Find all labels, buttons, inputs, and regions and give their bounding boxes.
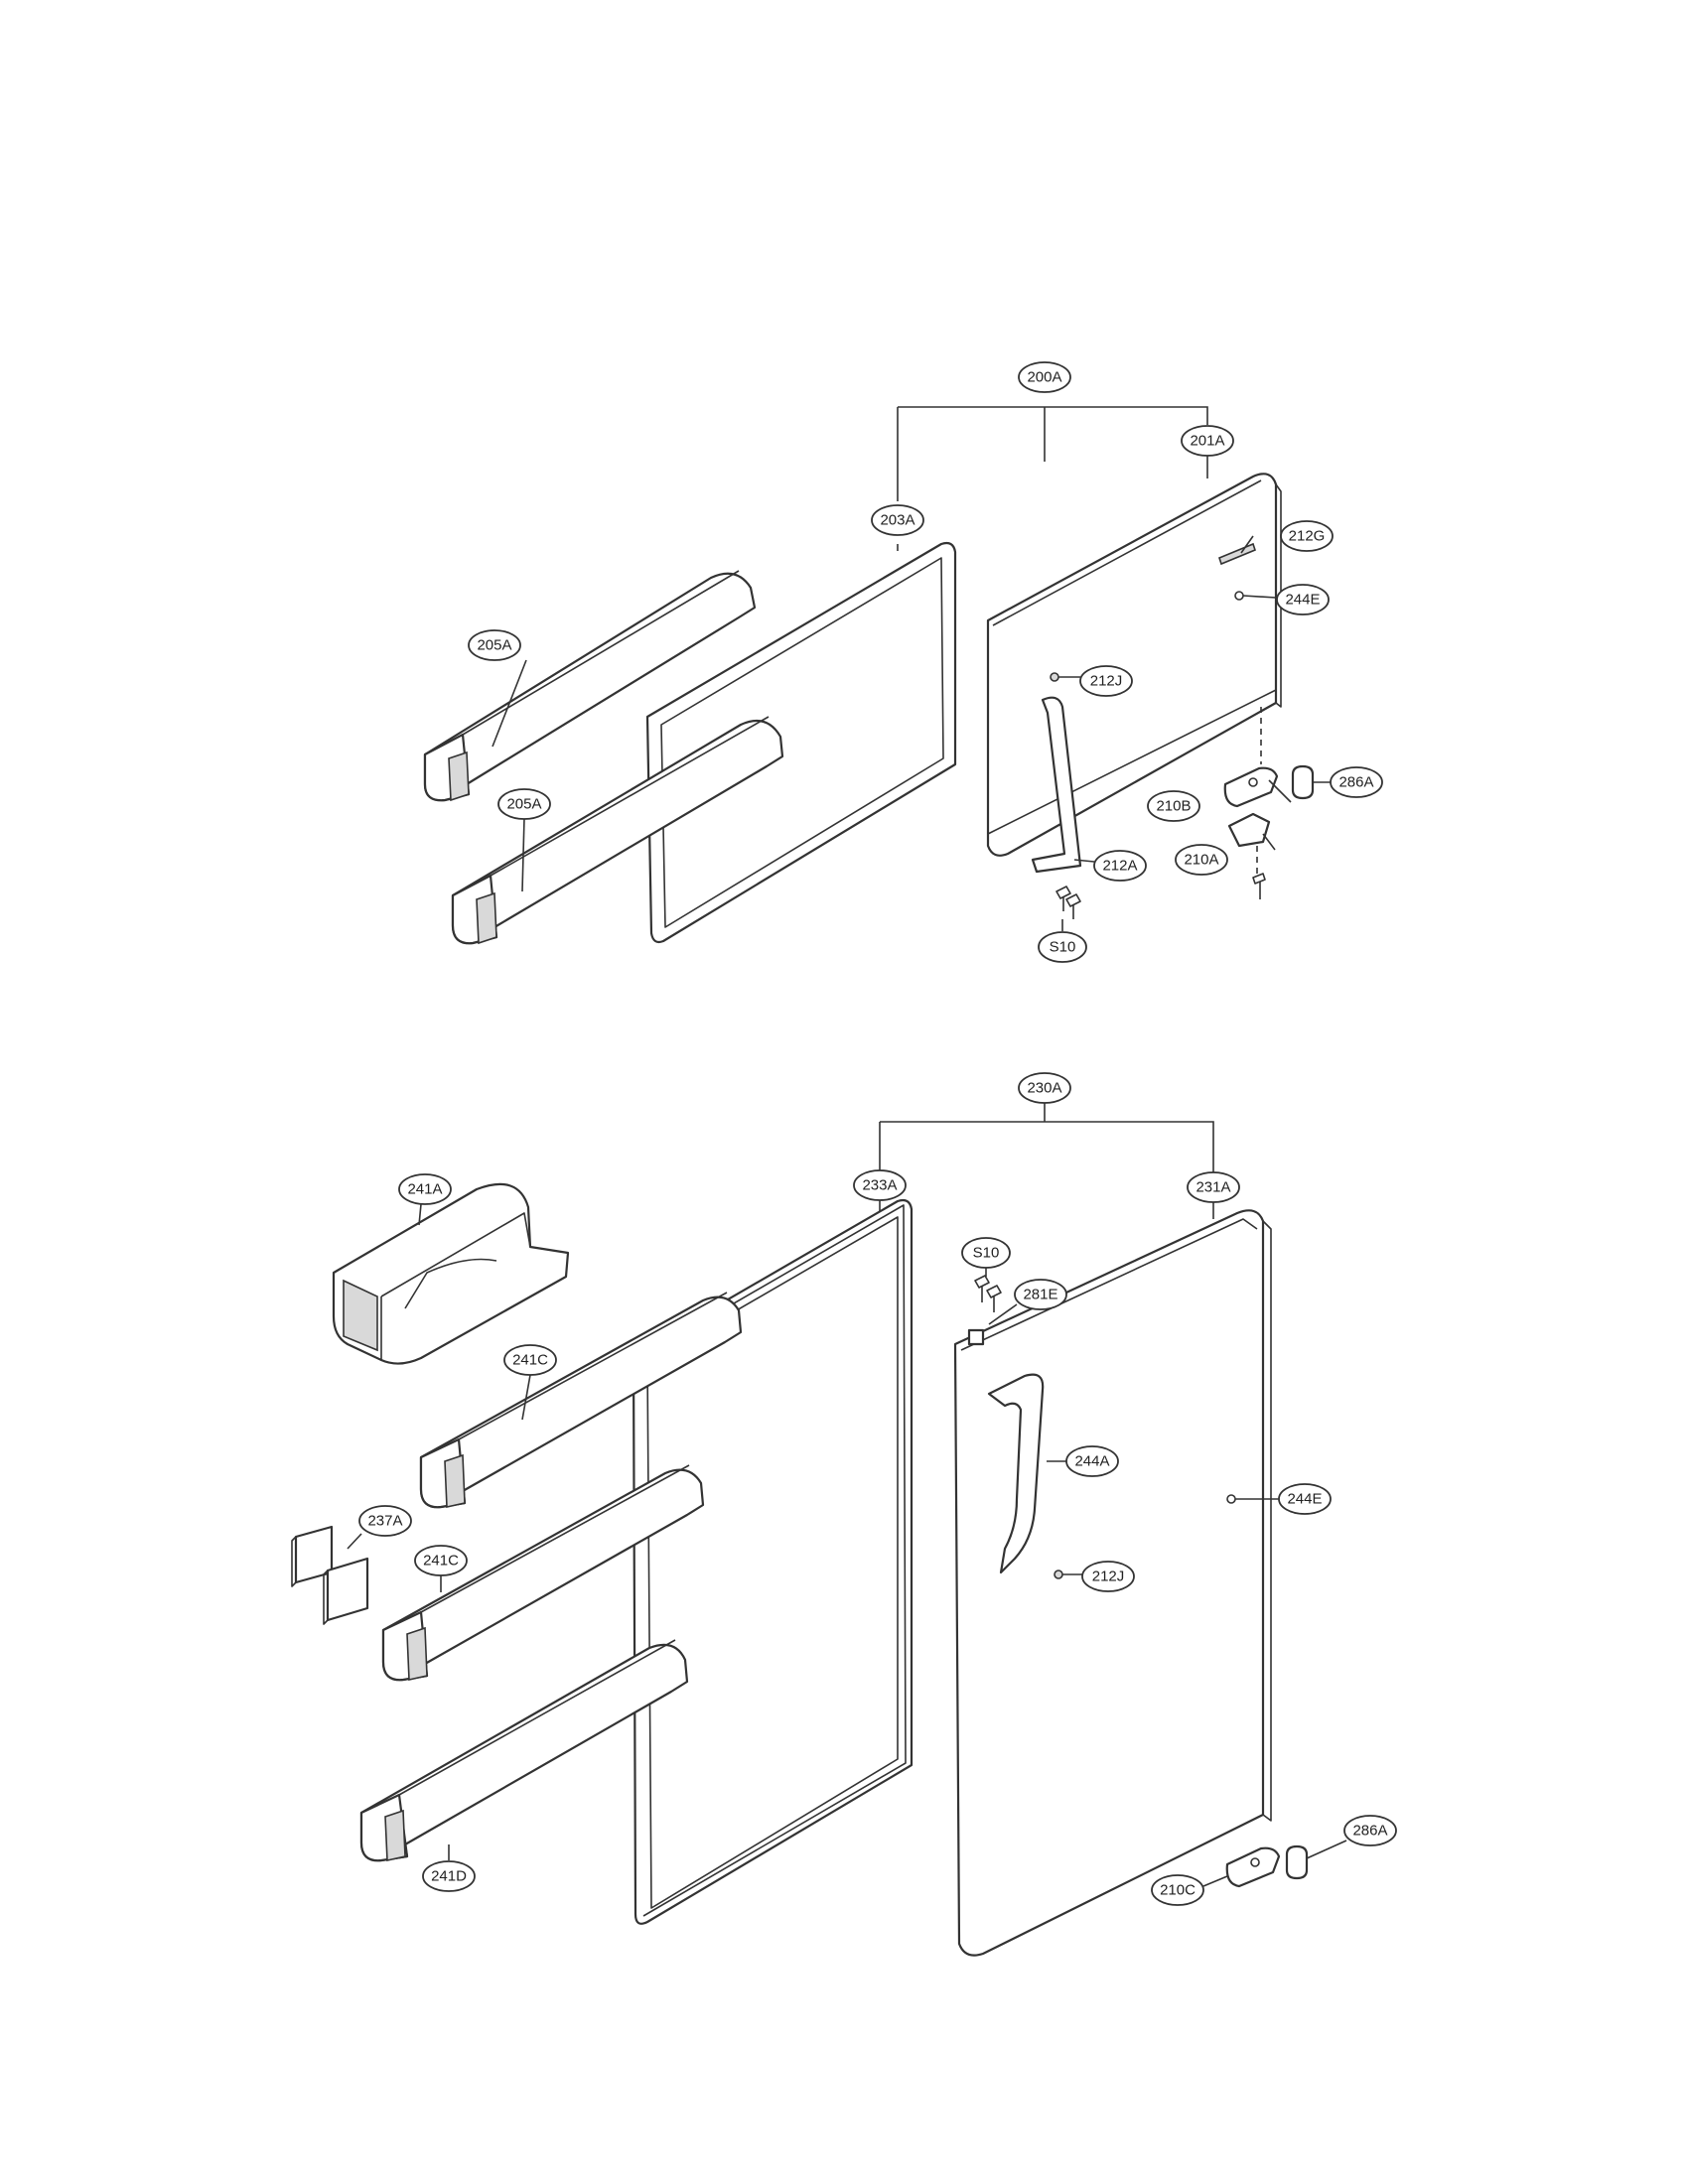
lower-handle-part bbox=[987, 1373, 1045, 1574]
svg-text:244A: 244A bbox=[1074, 1453, 1109, 1470]
callout-286A-lower: 286A bbox=[1343, 1815, 1397, 1846]
callout-205A-bottom: 205A bbox=[497, 788, 551, 820]
svg-text:212J: 212J bbox=[1090, 673, 1123, 690]
callout-241C-top: 241C bbox=[503, 1344, 557, 1376]
svg-text:241D: 241D bbox=[431, 1868, 467, 1885]
upper-handle-part bbox=[1031, 696, 1082, 874]
svg-text:237A: 237A bbox=[367, 1513, 402, 1530]
callout-244E-lower: 244E bbox=[1278, 1483, 1332, 1515]
lower-dividers-part bbox=[291, 1525, 369, 1625]
svg-text:233A: 233A bbox=[862, 1177, 897, 1194]
svg-text:241A: 241A bbox=[407, 1181, 442, 1198]
svg-text:212J: 212J bbox=[1092, 1569, 1125, 1585]
svg-text:286A: 286A bbox=[1352, 1823, 1387, 1840]
svg-text:241C: 241C bbox=[512, 1352, 548, 1369]
callout-244A: 244A bbox=[1065, 1445, 1119, 1477]
svg-text:241C: 241C bbox=[423, 1553, 459, 1570]
upper-bushing-part bbox=[1291, 764, 1315, 800]
svg-text:210A: 210A bbox=[1184, 852, 1218, 869]
svg-text:205A: 205A bbox=[477, 637, 511, 654]
upper-emblem-part bbox=[1218, 542, 1256, 566]
lower-gasket-part bbox=[632, 1198, 914, 1925]
callout-286A-upper: 286A bbox=[1330, 766, 1383, 798]
lower-basket-bottom-part bbox=[359, 1639, 689, 1862]
lower-basket-top-part bbox=[419, 1292, 743, 1509]
callout-201A: 201A bbox=[1181, 425, 1234, 457]
lower-dairy-basket-part bbox=[332, 1182, 570, 1365]
upper-screwcap-part bbox=[1050, 672, 1059, 682]
lower-screws-part bbox=[974, 1275, 1002, 1312]
callout-203A: 203A bbox=[871, 504, 924, 536]
callout-212A: 212A bbox=[1093, 850, 1147, 882]
lower-assembly-bracket bbox=[879, 1102, 1214, 1173]
lower-hinge-part bbox=[1225, 1846, 1281, 1888]
lower-basket-mid-part bbox=[381, 1464, 705, 1682]
callout-210B: 210B bbox=[1147, 790, 1200, 822]
svg-text:212A: 212A bbox=[1102, 858, 1137, 875]
upper-basket-bottom-part bbox=[451, 716, 784, 945]
callout-210A: 210A bbox=[1175, 844, 1228, 876]
callout-244E-upper: 244E bbox=[1276, 584, 1330, 615]
callout-200A: 200A bbox=[1018, 361, 1071, 393]
callout-S10-lower: S10 bbox=[961, 1237, 1011, 1269]
upper-basket-top-part bbox=[423, 570, 757, 802]
svg-text:212G: 212G bbox=[1289, 528, 1326, 545]
callout-281E: 281E bbox=[1014, 1279, 1067, 1310]
callout-241A: 241A bbox=[398, 1173, 452, 1205]
callout-241C-mid: 241C bbox=[414, 1545, 468, 1576]
callout-241D: 241D bbox=[422, 1860, 476, 1892]
svg-text:286A: 286A bbox=[1338, 774, 1373, 791]
callout-205A-top: 205A bbox=[468, 629, 521, 661]
callout-S10-upper: S10 bbox=[1038, 931, 1087, 963]
callout-212G: 212G bbox=[1280, 520, 1334, 552]
callout-210C: 210C bbox=[1151, 1874, 1204, 1906]
lower-stopper-part bbox=[967, 1328, 985, 1346]
upper-assembly-bracket bbox=[897, 406, 1208, 501]
callout-233A: 233A bbox=[853, 1169, 907, 1201]
svg-text:200A: 200A bbox=[1027, 369, 1061, 386]
upper-hinge-a-part bbox=[1227, 812, 1271, 848]
svg-text:S10: S10 bbox=[973, 1245, 1000, 1262]
callout-230A: 230A bbox=[1018, 1072, 1071, 1104]
svg-text:205A: 205A bbox=[506, 796, 541, 813]
svg-text:230A: 230A bbox=[1027, 1080, 1061, 1097]
lower-screwcap-part bbox=[1054, 1570, 1063, 1579]
callout-212J-lower: 212J bbox=[1081, 1561, 1135, 1592]
svg-text:201A: 201A bbox=[1190, 433, 1224, 450]
callout-237A: 237A bbox=[358, 1505, 412, 1537]
svg-text:281E: 281E bbox=[1023, 1287, 1057, 1303]
lower-bushing-part bbox=[1285, 1844, 1309, 1880]
svg-text:210C: 210C bbox=[1160, 1882, 1196, 1899]
svg-text:210B: 210B bbox=[1156, 798, 1191, 815]
svg-text:244E: 244E bbox=[1287, 1491, 1322, 1508]
svg-text:203A: 203A bbox=[880, 512, 914, 529]
callout-212J-upper: 212J bbox=[1079, 665, 1133, 697]
svg-text:244E: 244E bbox=[1285, 592, 1320, 609]
callout-231A: 231A bbox=[1187, 1171, 1240, 1203]
upper-hinge-b-part bbox=[1223, 766, 1279, 808]
lower-door-group bbox=[291, 1102, 1347, 1957]
svg-text:S10: S10 bbox=[1050, 939, 1076, 956]
upper-door-group bbox=[423, 406, 1331, 945]
upper-screws-part bbox=[1055, 886, 1081, 919]
svg-text:231A: 231A bbox=[1196, 1179, 1230, 1196]
upper-gasket-part bbox=[645, 541, 957, 944]
